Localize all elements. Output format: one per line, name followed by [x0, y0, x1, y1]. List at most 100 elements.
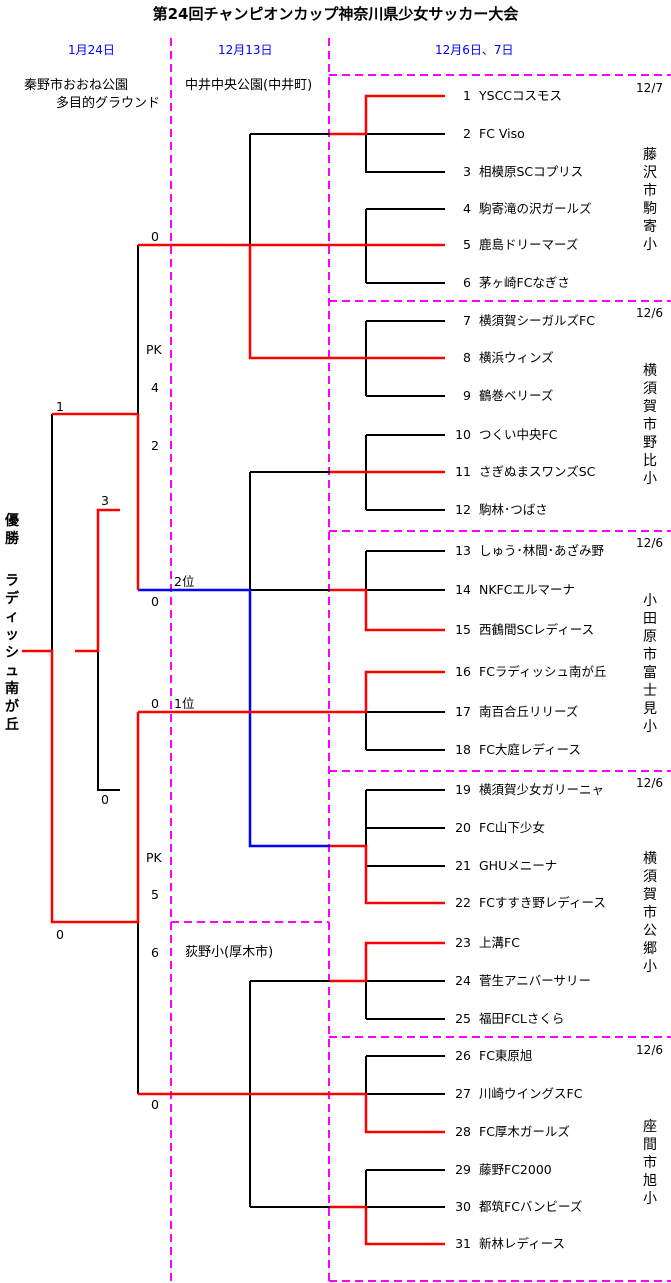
team-number: 20 [455, 820, 471, 835]
score: 4 [151, 380, 159, 395]
line [330, 1205, 445, 1246]
team-name: YSCCコスモス [479, 88, 563, 103]
line [365, 1169, 445, 1208]
team-number: 13 [455, 543, 471, 558]
team-name: 南百合丘リリーズ [479, 704, 579, 719]
rank-label: 1位 [174, 696, 195, 711]
team-entry: 13 しゅう･林間･あざみ野 [449, 543, 604, 559]
team-name: 横須賀シーガルズFC [479, 313, 595, 328]
score: 0 [151, 696, 159, 711]
team-name: 鶴巻ベリーズ [479, 388, 554, 403]
line [365, 550, 445, 591]
team-entry: 9 鶴巻ベリーズ [449, 388, 553, 404]
round-date: 1月24日 [68, 43, 115, 57]
team-name: 藤野FC2000 [479, 1162, 552, 1177]
team-number: 3 [463, 164, 471, 179]
team-name: 鹿島ドリーマーズ [479, 237, 579, 252]
team-name: しゅう･林間･あざみ野 [479, 543, 605, 558]
venue-label: 秦野市おおね公園 [24, 78, 129, 93]
team-number: 19 [455, 782, 471, 797]
team-name: FC厚木ガールズ [479, 1124, 570, 1139]
line [138, 670, 445, 714]
venue-date: 12/6 [636, 536, 663, 550]
score: 0 [56, 927, 64, 942]
score: 1 [56, 399, 64, 414]
team-name: 川崎ウイングスFC [479, 1086, 583, 1101]
venue-date: 12/6 [636, 776, 663, 790]
team-name: つくい中央FC [479, 427, 558, 442]
team-number: 18 [455, 742, 471, 757]
score: 0 [151, 594, 159, 609]
line [51, 245, 139, 1094]
win-lines [22, 94, 445, 1246]
round-date: 12月13日 [218, 43, 273, 57]
line [365, 711, 445, 751]
team-entry: 26 FC東原旭 [449, 1048, 532, 1064]
team-number: 7 [463, 313, 471, 328]
venue-name: 横須賀市公郷小 [643, 851, 657, 975]
venue-label: 荻野小(厚木市) [185, 945, 274, 960]
line [365, 789, 445, 867]
team-number: 11 [455, 464, 471, 479]
team-name: 新林レディース [479, 1236, 566, 1251]
team-number: 6 [463, 275, 471, 290]
score: 6 [151, 945, 159, 960]
team-name: 駒寄滝の沢ガールズ [479, 201, 592, 216]
team-number: 27 [455, 1086, 471, 1101]
team-number: 9 [463, 388, 471, 403]
line [138, 243, 445, 360]
team-number: 4 [463, 201, 471, 216]
line [22, 412, 140, 924]
line [330, 94, 445, 136]
team-entry: 24 菅生アニバーサリー [449, 973, 591, 989]
team-name: 相模原SCコプリス [479, 164, 584, 179]
page-title: 第24回チャンピオンカップ神奈川県少女サッカー大会 [152, 5, 519, 23]
line [365, 1055, 445, 1095]
team-entry: 15 西鶴間SCレディース [449, 622, 594, 638]
team-number: 5 [463, 237, 471, 252]
team-number: 15 [455, 622, 471, 637]
team-number: 26 [455, 1048, 471, 1063]
score: 0 [101, 792, 109, 807]
team-number: 2 [463, 126, 471, 141]
venue-name: 座間市旭小 [643, 1119, 657, 1207]
team-number: 1 [463, 88, 471, 103]
team-entry: 28 FC厚木ガールズ [449, 1124, 570, 1140]
team-name: FCラディッシュ南が丘 [479, 664, 607, 679]
venue-label: 多目的グラウンド [56, 96, 161, 111]
team-number: 25 [455, 1011, 471, 1026]
team-entry: 3 相模原SCコプリス [449, 164, 583, 180]
venue-label: 中井中央公園(中井町) [185, 78, 313, 93]
team-name: 菅生アニバーサリー [479, 973, 592, 988]
score: 0 [151, 229, 159, 244]
line [249, 980, 445, 1208]
team-number: 24 [455, 973, 471, 988]
team-name: 西鶴間SCレディース [479, 622, 595, 637]
team-number: 16 [455, 664, 471, 679]
team-name: 上溝FC [479, 935, 520, 950]
score: 5 [151, 887, 159, 902]
team-number: 14 [455, 582, 471, 597]
team-number: 8 [463, 350, 471, 365]
team-number: 28 [455, 1124, 471, 1139]
team-name: FC東原旭 [479, 1048, 533, 1063]
score: PK [146, 342, 162, 357]
line [330, 844, 445, 905]
rank-label: 2位 [174, 574, 195, 589]
team-entry: 1 YSCCコスモス [449, 88, 562, 104]
team-name: GHUメニーナ [479, 858, 558, 873]
round-date: 12月6日、7日 [435, 43, 514, 57]
